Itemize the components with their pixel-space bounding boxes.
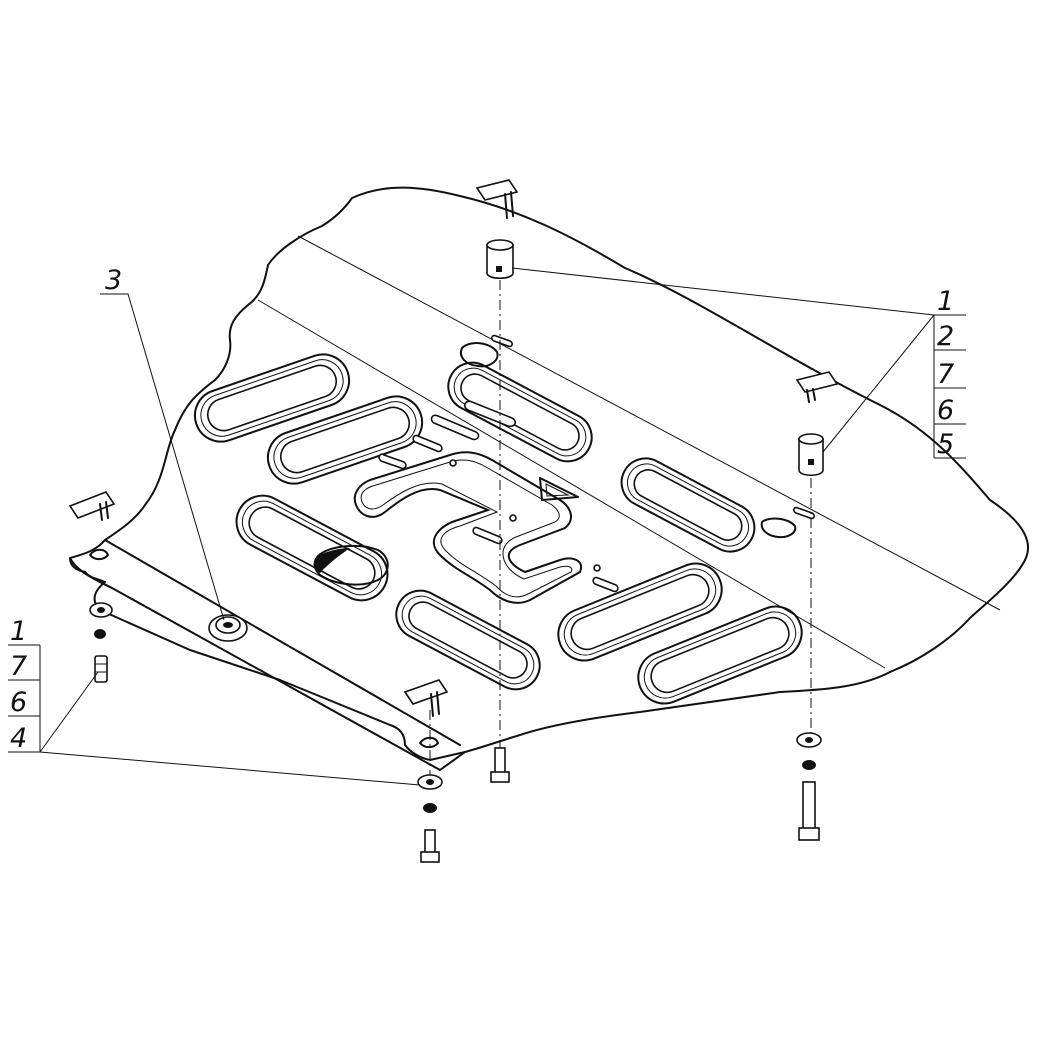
triangular-hole bbox=[539, 477, 579, 501]
lock-washer bbox=[94, 629, 106, 639]
round-hatch bbox=[760, 517, 797, 539]
triangular-hole-inner bbox=[545, 483, 570, 497]
front-flange bbox=[69, 539, 466, 771]
bolt bbox=[490, 747, 510, 783]
callout-left-1: 1 bbox=[10, 616, 27, 647]
vent-slot bbox=[395, 589, 541, 691]
clip-bracket bbox=[403, 679, 449, 717]
elongated-hole bbox=[412, 434, 443, 453]
spacer-bushing bbox=[486, 239, 514, 280]
callout-right-2: 2 bbox=[937, 321, 954, 352]
long-bolt bbox=[798, 781, 820, 841]
clip-bracket bbox=[68, 491, 116, 521]
callout-stack-right: 1 2 7 6 5 bbox=[511, 267, 966, 460]
callout-right-3: 7 bbox=[937, 359, 954, 390]
vent-slot bbox=[235, 494, 389, 602]
vent-slot bbox=[266, 395, 424, 485]
vent-slot bbox=[620, 457, 756, 553]
washer bbox=[796, 732, 822, 748]
callout-part-3: 3 bbox=[105, 265, 122, 296]
small-hole bbox=[509, 514, 517, 522]
callout-right-4: 6 bbox=[937, 395, 954, 426]
small-hole bbox=[449, 459, 457, 467]
callout-left-4: 4 bbox=[10, 723, 27, 754]
spacer-bushing bbox=[798, 433, 824, 477]
round-hatch bbox=[460, 342, 499, 368]
fold-line-upper bbox=[297, 235, 1001, 611]
front-flange-slot-left bbox=[89, 548, 109, 561]
small-hole bbox=[593, 564, 601, 572]
drain-plug-pad-shade bbox=[314, 548, 350, 573]
clip-bracket bbox=[795, 371, 839, 403]
skid-plate-outline bbox=[69, 186, 1030, 761]
grommet-part-3 bbox=[208, 614, 248, 642]
bolt bbox=[420, 829, 440, 863]
callout-stack-left: 1 7 6 4 bbox=[8, 616, 421, 786]
callout-right-5: 5 bbox=[937, 429, 954, 460]
lock-washer bbox=[802, 760, 816, 770]
elongated-hole bbox=[592, 576, 619, 593]
elongated-hole bbox=[491, 334, 513, 348]
elongated-hole bbox=[793, 506, 815, 520]
vent-slot bbox=[557, 562, 723, 662]
washer bbox=[89, 602, 113, 618]
vent-slot bbox=[193, 353, 351, 443]
callout-left-2: 7 bbox=[10, 651, 27, 682]
leader-line-part-3 bbox=[100, 293, 225, 621]
elongated-hole bbox=[463, 400, 517, 428]
drain-plug-pad bbox=[313, 545, 389, 586]
center-serpentine-rib bbox=[353, 451, 583, 604]
front-flange-slot-right bbox=[419, 736, 439, 749]
elongated-hole bbox=[378, 453, 407, 470]
washer bbox=[417, 774, 443, 790]
cage-nut bbox=[94, 655, 108, 683]
clip-bracket bbox=[475, 179, 519, 219]
callout-right-1: 1 bbox=[937, 286, 954, 317]
lock-washer bbox=[423, 803, 437, 813]
elongated-hole bbox=[472, 526, 503, 545]
elongated-hole bbox=[430, 414, 480, 441]
callout-left-3: 6 bbox=[10, 687, 27, 718]
vent-slot bbox=[637, 605, 803, 705]
